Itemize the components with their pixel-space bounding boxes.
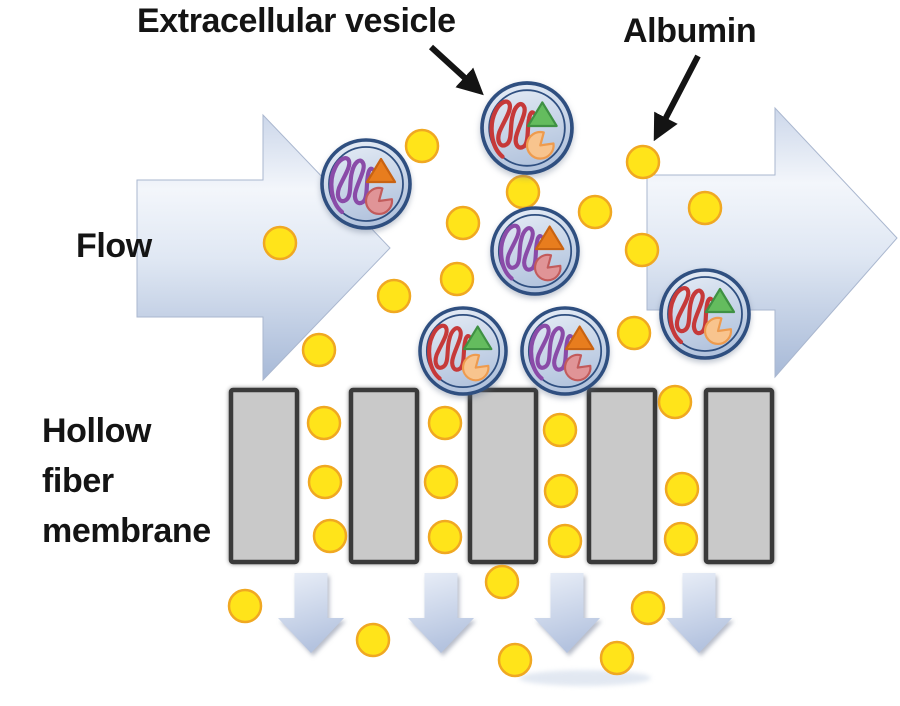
albumin-particle bbox=[497, 642, 533, 678]
vesicle-inner-ring bbox=[667, 276, 743, 352]
albumin-particle bbox=[306, 405, 342, 441]
permeate-arrows-layer bbox=[278, 573, 732, 653]
albumin-particle bbox=[657, 384, 693, 420]
extracellular-vesicle bbox=[418, 306, 508, 396]
protein-pacman-icon bbox=[703, 316, 733, 346]
albumin-particle bbox=[630, 590, 666, 626]
protein-pacman-icon bbox=[461, 353, 490, 382]
extracellular-vesicle bbox=[320, 138, 412, 230]
albumin-particle bbox=[599, 640, 635, 676]
membrane-fiber bbox=[467, 387, 539, 565]
membrane-fiber bbox=[586, 387, 658, 565]
vesicle-inner-ring bbox=[527, 313, 603, 389]
label-flow: Flow bbox=[76, 227, 152, 265]
albumin-particle bbox=[687, 190, 723, 226]
vesicle-inner-ring bbox=[497, 213, 573, 289]
permeate-down-arrow bbox=[534, 573, 600, 653]
albumin-particle bbox=[262, 225, 298, 261]
albumin-particle bbox=[312, 518, 348, 554]
floor-shadow bbox=[519, 670, 651, 686]
protein-triangle-icon bbox=[704, 287, 736, 314]
protein-triangle-icon bbox=[526, 101, 558, 128]
label-extracellular-vesicle: Extracellular vesicle bbox=[137, 2, 456, 40]
albumin-particle bbox=[625, 144, 661, 180]
vesicle-inner-ring bbox=[488, 89, 566, 167]
membrane-fiber bbox=[348, 387, 420, 565]
pointer-arrows-layer bbox=[428, 44, 701, 142]
albumin-particle bbox=[577, 194, 613, 230]
membrane-fibers-layer bbox=[228, 387, 775, 565]
protein-triangle-icon bbox=[365, 157, 397, 184]
albumin-particle bbox=[404, 128, 440, 164]
label-hollow-fiber-membrane: Hollow fiber membrane bbox=[42, 412, 211, 550]
albumin-particle bbox=[355, 622, 391, 658]
albumin-particle bbox=[445, 205, 481, 241]
albumin-particle bbox=[227, 588, 263, 624]
membrane-fiber bbox=[228, 387, 300, 565]
albumin-particle bbox=[624, 232, 660, 268]
albumin-particle bbox=[427, 519, 463, 555]
extracellular-vesicle bbox=[520, 306, 610, 396]
vesicle-inner-ring bbox=[425, 313, 501, 389]
membrane-fiber bbox=[703, 387, 775, 565]
albumin-particle bbox=[542, 412, 578, 448]
extracellular-vesicle bbox=[480, 81, 574, 175]
protein-triangle-icon bbox=[564, 325, 595, 351]
protein-triangle-icon bbox=[534, 225, 565, 251]
permeate-down-arrow bbox=[666, 573, 732, 653]
vesicle-inner-ring bbox=[328, 146, 404, 222]
protein-pacman-icon bbox=[533, 253, 562, 282]
albumin-particle bbox=[663, 521, 699, 557]
albumin-particle bbox=[427, 405, 463, 441]
albumin-particle bbox=[616, 315, 652, 351]
albumin-particle bbox=[543, 473, 579, 509]
protein-triangle-icon bbox=[462, 325, 493, 351]
permeate-down-arrow bbox=[278, 573, 344, 653]
albumin-layer bbox=[227, 128, 723, 678]
albumin-particle bbox=[307, 464, 343, 500]
albumin-particle bbox=[439, 261, 475, 297]
albumin-particle bbox=[547, 523, 583, 559]
protein-pacman-icon bbox=[563, 353, 592, 382]
albumin-pointer-arrow bbox=[653, 54, 701, 142]
albumin-particle bbox=[423, 464, 459, 500]
extracellular-vesicle-pointer-arrow bbox=[428, 44, 484, 96]
permeate-down-arrow bbox=[408, 573, 474, 653]
extracellular-vesicle bbox=[490, 206, 580, 296]
vesicle-layer bbox=[320, 81, 751, 396]
extracellular-vesicle bbox=[659, 268, 751, 360]
albumin-particle bbox=[505, 174, 541, 210]
label-albumin: Albumin bbox=[623, 12, 757, 50]
protein-pacman-icon bbox=[364, 186, 394, 216]
albumin-particle bbox=[376, 278, 412, 314]
albumin-particle bbox=[664, 471, 700, 507]
protein-pacman-icon bbox=[525, 130, 555, 160]
albumin-particle bbox=[484, 564, 520, 600]
albumin-particle bbox=[301, 332, 337, 368]
